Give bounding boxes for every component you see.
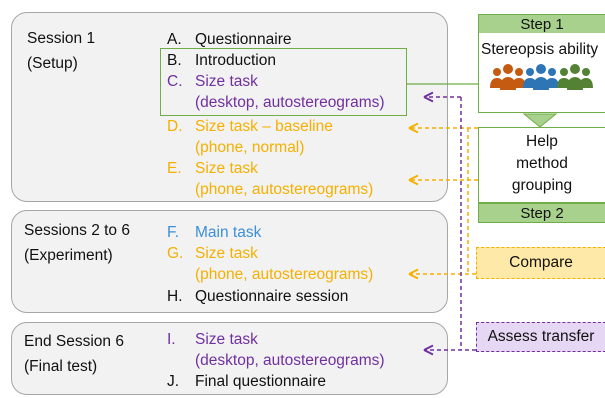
step2-label: Step 2 (478, 203, 605, 223)
item-a-text: Questionnaire (195, 31, 292, 48)
end-session-6-panel (11, 322, 448, 395)
item-a-letter: A. (167, 31, 182, 48)
sessions-2-6-title: Sessions 2 to 6(Experiment) (24, 222, 130, 264)
item-c-letter: C. (167, 73, 183, 90)
sessions-2-6-panel (11, 210, 448, 313)
item-i-letter: I. (167, 331, 176, 348)
step1-highlight-box (160, 48, 407, 116)
step-down-arrow (522, 113, 558, 128)
step1-text: Stereopsis ability (481, 41, 599, 58)
item-i-text-2: (desktop, autostereograms) (195, 352, 385, 369)
assess-transfer-box: Assess transfer (476, 322, 605, 352)
item-h-letter: H. (167, 288, 183, 305)
people-icon-orange (490, 64, 526, 90)
help-box (478, 127, 605, 203)
item-c-text-2: (desktop, autostereograms) (195, 94, 385, 111)
item-g-text-1: Size task (195, 245, 258, 262)
item-e-letter: E. (167, 160, 182, 177)
item-g-text-2: (phone, autostereograms) (195, 266, 374, 283)
compare-box: Compare (476, 247, 605, 279)
item-j-text: Final questionnaire (195, 373, 326, 390)
item-j-letter: J. (167, 373, 180, 390)
item-b-letter: B. (167, 52, 182, 69)
end-session-6-title: End Session 6(Final test) (24, 333, 124, 375)
item-f-letter: F. (167, 224, 180, 241)
item-c-text-1: Size task (195, 73, 258, 90)
item-e-text-1: Size task (195, 160, 258, 177)
people-icon-blue (523, 64, 559, 90)
item-b-text: Introduction (195, 52, 276, 69)
session-1-title: Session 1(Setup) (27, 30, 96, 72)
people-icon-green (557, 64, 593, 90)
item-g-letter: G. (167, 245, 184, 262)
item-e-text-2: (phone, autostereograms) (195, 181, 374, 198)
item-i-text-1: Size task (195, 331, 258, 348)
item-d-letter: D. (167, 118, 183, 135)
item-h-text: Questionnaire session (195, 288, 349, 305)
item-d-text-2: (phone, normal) (195, 139, 305, 156)
session-1-panel (11, 12, 448, 202)
item-f-text: Main task (195, 224, 262, 241)
item-d-text-1: Size task – baseline (195, 118, 333, 135)
